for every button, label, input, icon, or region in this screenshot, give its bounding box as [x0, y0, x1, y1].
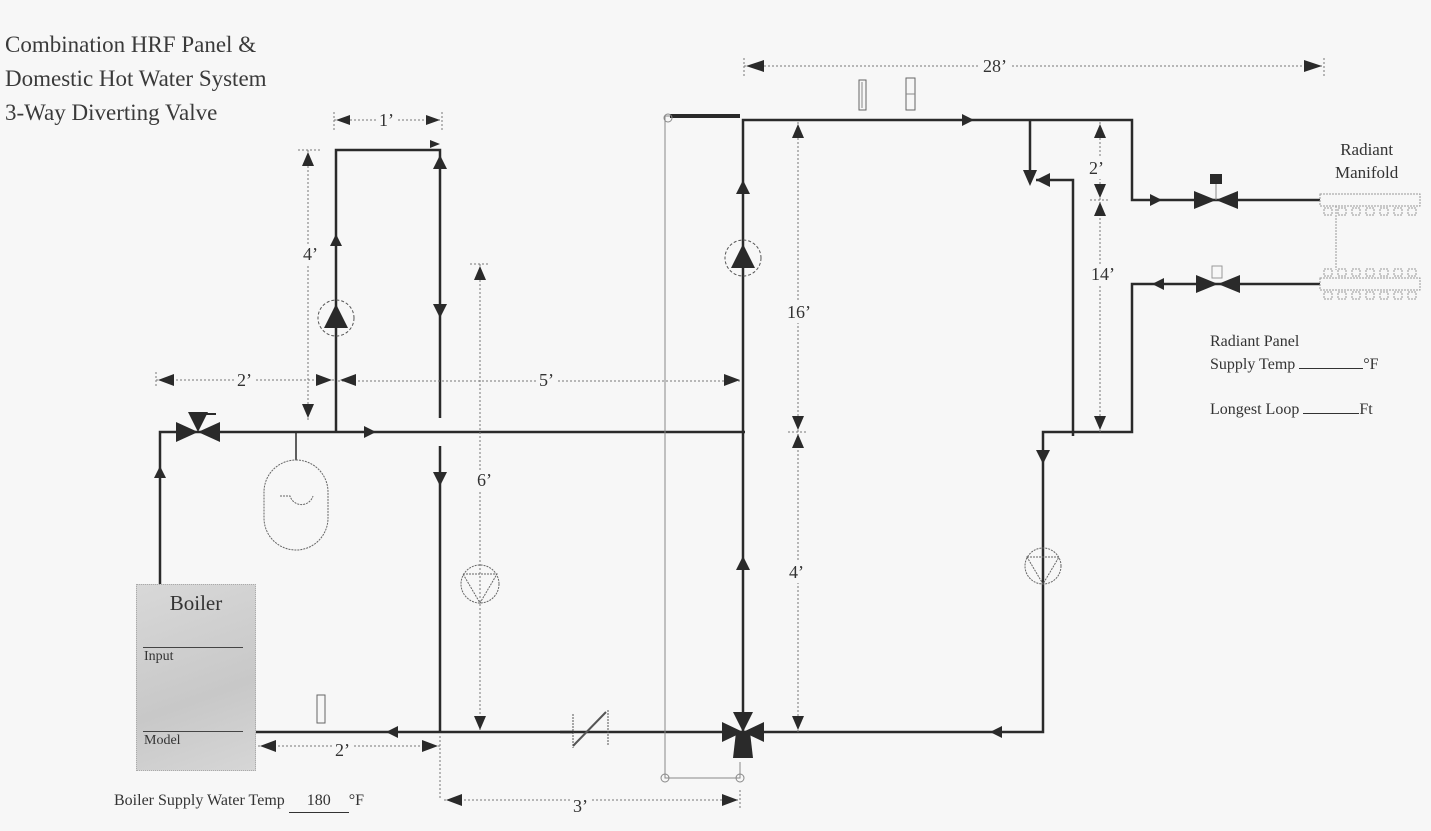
flow-arrow-right	[1150, 194, 1162, 206]
circulator-pump-icon	[724, 239, 762, 277]
dimension-2ft-bottom-label: 2’	[332, 740, 353, 761]
flow-arrow-up	[736, 180, 750, 194]
title-line-2: Domestic Hot Water System	[5, 66, 267, 91]
dimension-4ft-vertical-label: 4’	[786, 562, 807, 583]
title-line-1: Combination HRF Panel &	[5, 32, 257, 57]
flow-arrow-up	[736, 556, 750, 570]
manifold-label-line-2: Manifold	[1335, 163, 1399, 182]
boiler-supply-temp-label: Boiler Supply Water Temp	[114, 792, 285, 809]
boiler-label: Boiler	[169, 591, 223, 615]
flow-arrow-left	[1152, 278, 1164, 290]
temperature-sensor-icon	[316, 694, 326, 724]
dimension-1ft-label: 1’	[376, 110, 397, 131]
longest-loop-field	[1303, 413, 1360, 414]
dimension-2ft-right-label: 2’	[1086, 158, 1107, 179]
dimension-5ft-label: 5’	[536, 370, 557, 391]
three-way-valve-icon	[176, 412, 220, 442]
flow-arrow-right	[962, 114, 974, 126]
boiler-supply-temp-unit: °F	[348, 792, 365, 809]
boiler-supply-temp: Boiler Supply Water Temp 180°F	[114, 789, 364, 813]
air-vent-icon	[858, 79, 867, 111]
longest-loop-unit: Ft	[1359, 401, 1373, 418]
radiant-supply-temp-unit: °F	[1363, 356, 1379, 373]
radiant-panel-notes: Radiant Panel Supply Temp °F Longest Loo…	[1210, 330, 1379, 421]
swing-check-valve-icon	[560, 710, 609, 748]
flow-arrow-down	[1023, 170, 1037, 186]
dimension-3ft-label: 3’	[570, 796, 591, 817]
expansion-tank-icon	[263, 459, 329, 551]
radiant-supply-temp-label: Supply Temp	[1210, 356, 1296, 373]
radiant-panel-label: Radiant Panel	[1210, 333, 1300, 350]
dimension-28ft-label: 28’	[980, 56, 1010, 77]
pipe-return-main	[254, 282, 1320, 734]
flow-arrow-down	[433, 304, 447, 318]
flow-arrow-down	[433, 472, 447, 486]
balancing-valve-icon	[1196, 265, 1240, 293]
diagram-title: Combination HRF Panel & Domestic Hot Wat…	[5, 28, 267, 130]
pipes	[158, 118, 1320, 734]
check-valve-icon	[1024, 547, 1062, 585]
boiler-model-line	[143, 731, 243, 732]
pipe-boiler-supply	[158, 430, 745, 584]
manifold-label-line-1: Radiant	[1340, 140, 1394, 159]
title-line-3: 3-Way Diverting Valve	[5, 100, 218, 125]
circulator-pump-icon	[317, 299, 355, 337]
zone-valve-icon	[1194, 174, 1238, 209]
flow-arrow-left	[990, 726, 1002, 738]
flow-arrow-up	[330, 234, 342, 246]
flow-arrow-down	[1036, 450, 1050, 464]
flow-arrow-up	[433, 155, 447, 169]
pipe-dhw-loop	[334, 148, 442, 432]
boiler-model-label: Model	[144, 733, 181, 748]
dimension-2ft-horizontal-label: 2’	[234, 370, 255, 391]
dimension-6ft-label: 6’	[474, 470, 495, 491]
dimension-lines	[155, 58, 1325, 810]
control-wiring	[660, 113, 745, 783]
dimension-16ft-label: 16’	[784, 302, 814, 323]
radiant-manifold-icon	[1319, 193, 1421, 300]
three-way-diverting-valve-icon	[722, 712, 764, 758]
radiant-supply-temp: Supply Temp °F	[1210, 353, 1379, 376]
dimension-4ft-left-label: 4’	[300, 244, 321, 265]
pipe-branch-return	[1036, 178, 1075, 436]
flow-arrow-left	[386, 726, 398, 738]
flow-arrow-up	[154, 466, 166, 478]
flow-arrows	[154, 114, 1164, 738]
flow-arrow-left	[1036, 173, 1050, 187]
boiler-input-line	[143, 647, 243, 648]
dimension-14ft-label: 14’	[1088, 264, 1118, 285]
dimension-arrowheads	[158, 60, 1322, 806]
longest-loop-label: Longest Loop	[1210, 401, 1300, 418]
radiant-manifold-label: Radiant Manifold	[1335, 138, 1398, 184]
radiant-supply-temp-field	[1299, 368, 1364, 369]
boiler-input-label: Input	[144, 649, 174, 664]
pipe-supply-main	[741, 118, 1320, 732]
flow-arrow-right	[364, 426, 376, 438]
boiler-supply-temp-value: 180	[288, 789, 349, 813]
boiler: Boiler Input Model	[136, 584, 256, 771]
longest-loop: Longest Loop Ft	[1210, 398, 1379, 421]
